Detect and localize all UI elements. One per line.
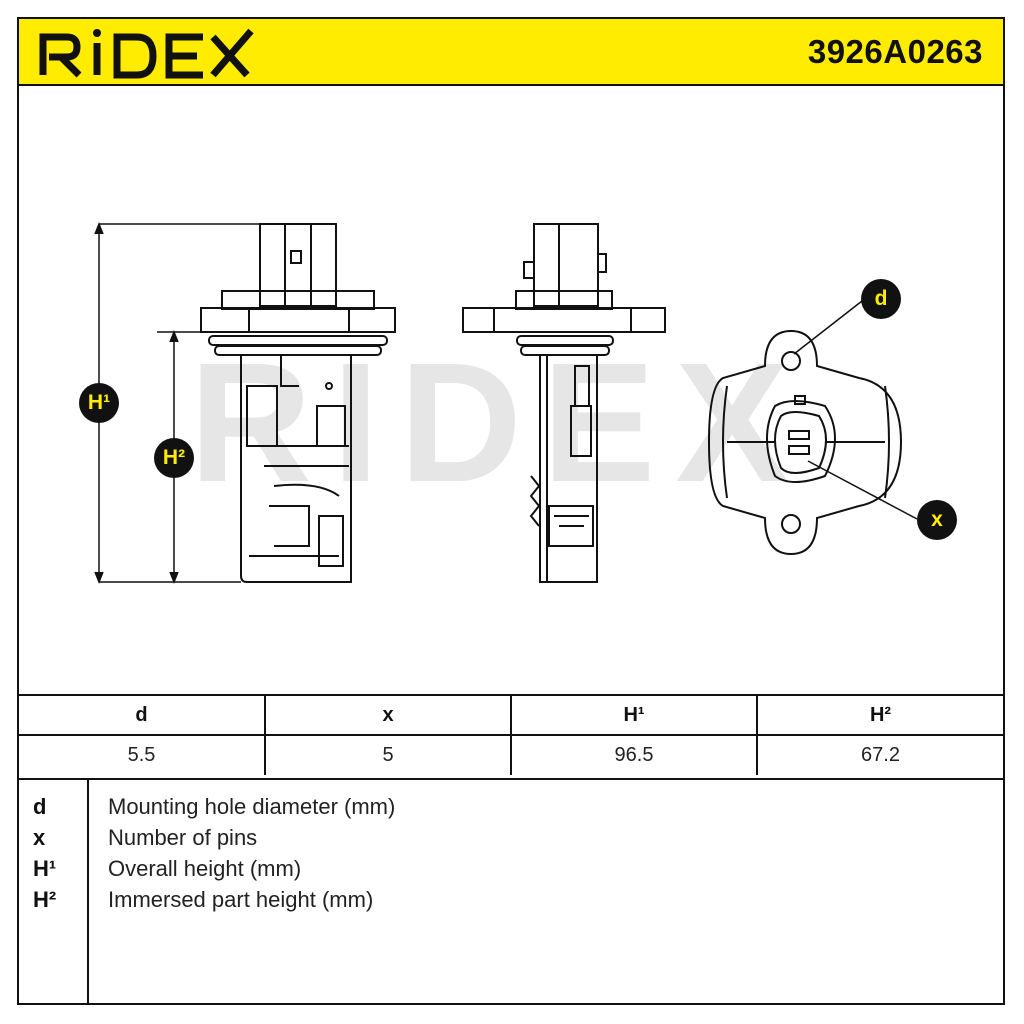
legend-divider	[87, 780, 89, 1005]
legend-key: d	[33, 794, 47, 819]
front-view	[200, 223, 396, 583]
legend-key: H²	[33, 887, 57, 912]
list-item: H¹ Overall height (mm)	[19, 856, 1003, 887]
value-h2: 67.2	[757, 734, 1003, 775]
callout-x: x	[917, 500, 957, 540]
value-x: 5	[265, 734, 512, 775]
header-h1: H¹	[511, 694, 758, 735]
callout-h2: H²	[154, 438, 194, 478]
spec-sheet: 3926A0263 RIDEX	[17, 17, 1005, 1005]
ridex-logo	[39, 28, 254, 79]
list-item: d Mounting hole diameter (mm)	[19, 794, 1003, 825]
legend-key: x	[33, 825, 46, 850]
legend-description: Overall height (mm)	[108, 856, 302, 881]
header-bar: 3926A0263	[19, 19, 1003, 86]
header-x: x	[265, 694, 512, 735]
header-h2: H²	[757, 694, 1003, 735]
watermark: RIDEX	[189, 328, 809, 518]
value-d: 5.5	[19, 734, 266, 775]
drawing-canvas: RIDEX	[94, 221, 918, 585]
value-h1: 96.5	[511, 734, 758, 775]
legend-description: Mounting hole diameter (mm)	[108, 794, 396, 819]
list-item: H² Immersed part height (mm)	[19, 887, 1003, 918]
part-number: 3926A0263	[807, 33, 983, 70]
legend-description: Immersed part height (mm)	[108, 887, 374, 912]
callout-h1: H¹	[79, 383, 119, 423]
legend-description: Number of pins	[108, 825, 258, 850]
side-view	[462, 223, 666, 583]
technical-drawing: RIDEX	[19, 86, 1003, 694]
dimensions-table: d x H¹ H² 5.5 5 96.5 67.2	[19, 694, 1003, 775]
legend-key: H¹	[33, 856, 57, 881]
table-header-row: d x H¹ H²	[19, 694, 1003, 735]
top-view	[707, 329, 903, 556]
header-d: d	[19, 694, 266, 735]
list-item: x Number of pins	[19, 825, 1003, 856]
callout-d: d	[861, 279, 901, 319]
legend: d Mounting hole diameter (mm) x Number o…	[19, 778, 1003, 1005]
table-row: 5.5 5 96.5 67.2	[19, 734, 1003, 775]
